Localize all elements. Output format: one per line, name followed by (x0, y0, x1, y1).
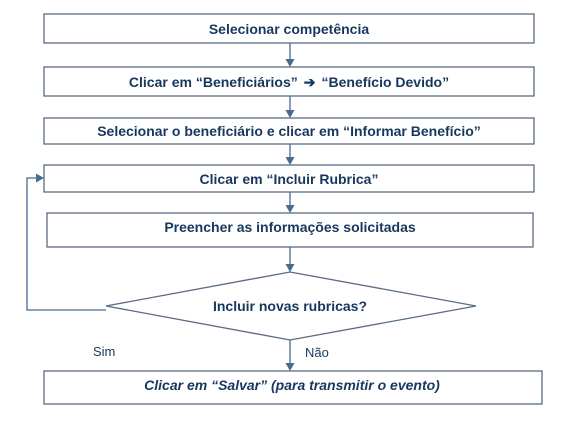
branch-sim-label: Sim (93, 344, 115, 359)
arrowhead-5-decision (285, 264, 295, 272)
step-preencher-label: Preencher as informações solicitadas (164, 219, 416, 235)
step-beneficiarios-box (43, 66, 535, 97)
arrowhead-4-5 (285, 205, 295, 213)
step-salvar-label: Clicar em “Salvar” (para transmitir o ev… (144, 377, 440, 393)
branch-nao-label: Não (305, 345, 329, 360)
arrowhead-2-3 (285, 110, 295, 118)
step-select-competencia-box (43, 13, 535, 44)
arrowhead-sim-loop (36, 173, 44, 183)
arrowhead-nao (285, 363, 295, 371)
decision-question-label: Incluir novas rubricas? (213, 298, 367, 314)
step-informar-beneficio-label: Selecionar o beneficiário e clicar em “I… (97, 123, 481, 139)
step-informar-beneficio-box (43, 117, 535, 145)
step-incluir-rubrica-label: Clicar em “Incluir Rubrica” (200, 171, 379, 187)
step-incluir-rubrica-box (43, 164, 535, 193)
step-select-competencia-label: Selecionar competência (209, 21, 370, 37)
right-arrow-icon: ➔ (304, 74, 316, 90)
step-salvar-box (43, 370, 543, 405)
connector-sim-loop (26, 177, 106, 311)
step-beneficiarios-part2: “Benefício Devido” (322, 74, 450, 90)
step-preencher-box (46, 212, 534, 248)
step-beneficiarios-label: Clicar em “Beneficiários” ➔ “Benefício Dev… (129, 74, 449, 90)
arrowhead-3-4 (285, 157, 295, 165)
step-beneficiarios-part1: Clicar em “Beneficiários” (129, 74, 298, 90)
arrowhead-1-2 (285, 59, 295, 67)
